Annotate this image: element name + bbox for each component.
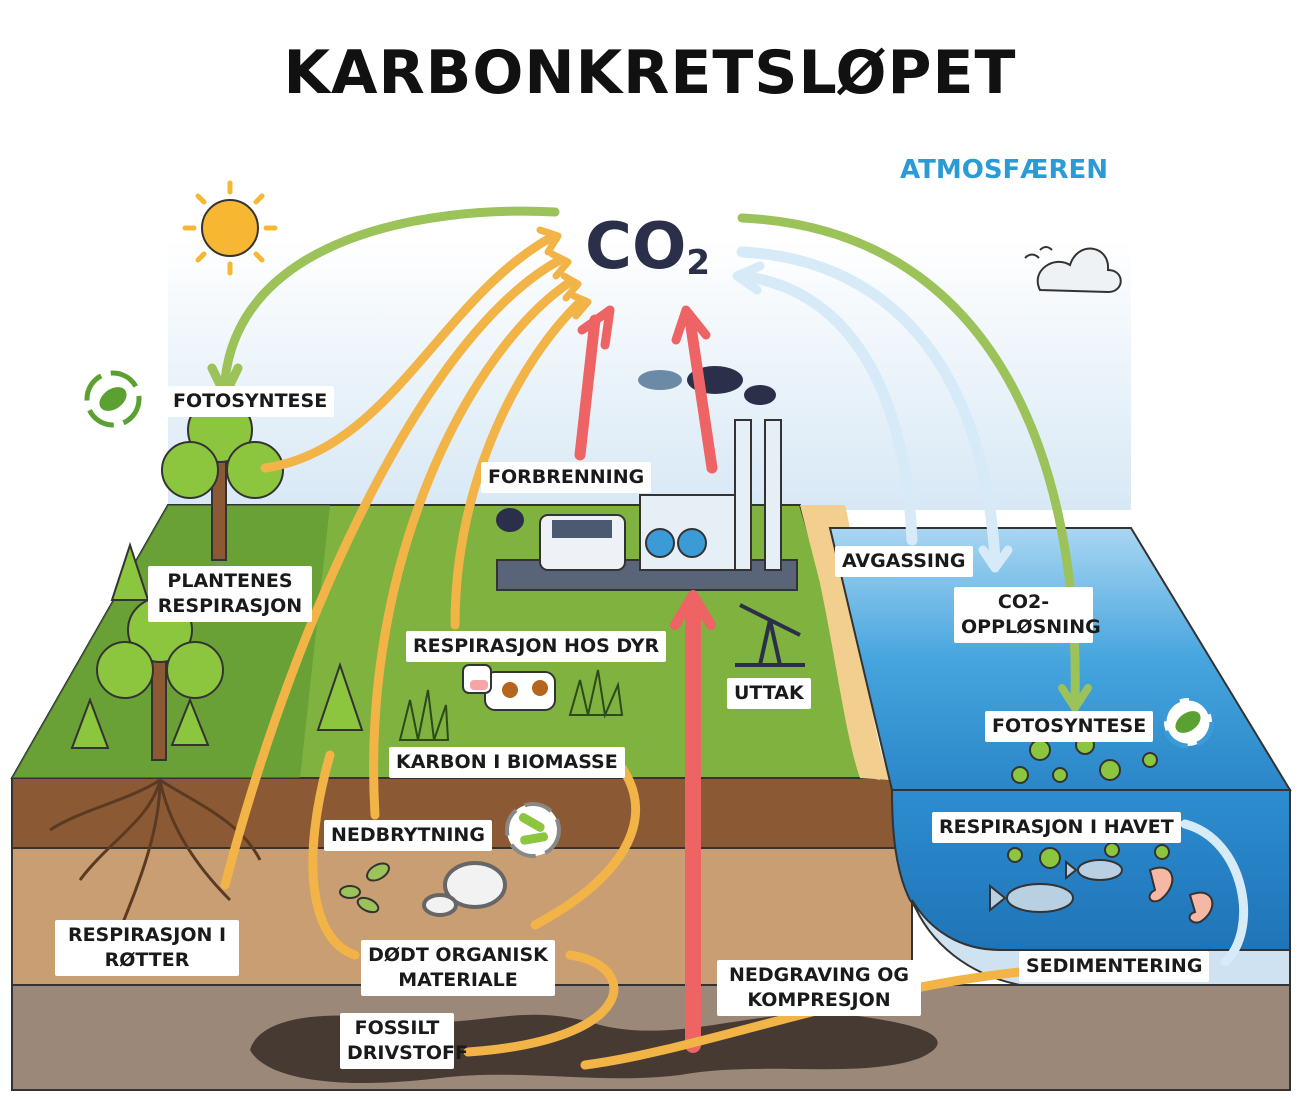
car-icon	[539, 514, 626, 571]
arrow-dead-to-fossil	[463, 950, 619, 1057]
label-outgassing: AVGASSING	[835, 546, 973, 577]
oil-pump-icon	[735, 603, 805, 667]
atmosphere-label: ATMOSFÆREN	[900, 155, 1109, 185]
marine-plankton-deep	[1007, 842, 1170, 869]
photosynthesis-ocean-icon	[1161, 695, 1215, 749]
cow-icon	[462, 664, 556, 711]
fish-icons	[989, 859, 1123, 913]
sun-icon	[182, 180, 278, 276]
shrimp-icons	[1148, 866, 1214, 924]
label-burial-compression: NEDGRAVING OG KOMPRESJON	[717, 960, 921, 1016]
pine-trees	[70, 541, 364, 749]
label-plant-respiration: PLANTENES RESPIRASJON	[148, 566, 312, 622]
label-root-respiration: RESPIRASJON I RØTTER	[55, 920, 239, 976]
label-combustion: FORBRENNING	[481, 462, 652, 493]
arrow-biomass-to-dead	[530, 760, 641, 930]
leaf-debris	[339, 862, 390, 914]
co2-subscript: 2	[686, 243, 711, 283]
label-extraction: UTTAK	[727, 678, 811, 709]
label-photosynthesis-land: FOTOSYNTESE	[166, 386, 335, 417]
arrow-combustion-2	[684, 314, 718, 474]
grass-plants	[398, 669, 624, 741]
label-photosynthesis-ocean: FOTOSYNTESE	[985, 711, 1154, 742]
label-fossil-fuel: FOSSILT DRIVSTOFF	[340, 1013, 468, 1069]
co2-main: CO	[585, 210, 687, 284]
arrow-root-respiration	[220, 255, 565, 890]
arrow-leaves-to-dead	[308, 750, 360, 960]
roots	[49, 778, 262, 931]
arrow-burial	[580, 967, 1025, 1070]
label-dead-organic-material: DØDT ORGANISK MATERIALE	[361, 940, 555, 996]
label-sedimentation: SEDIMENTERING	[1019, 951, 1210, 982]
beach	[800, 505, 890, 780]
arrow-animal-respiration	[450, 297, 585, 630]
animal-bones	[422, 861, 507, 917]
cloud-icon	[1024, 246, 1122, 294]
decomposition-icon	[505, 802, 561, 858]
arrow-outgassing	[736, 270, 918, 546]
label-co2-dissolution: CO2-OPPLØSNING	[954, 587, 1101, 643]
page-title: KARBONKRETSLØPET	[283, 38, 1017, 108]
arrow-combustion-1	[574, 314, 601, 461]
label-animal-respiration: RESPIRASJON HOS DYR	[406, 631, 667, 662]
label-ocean-respiration: RESPIRASJON I HAVET	[932, 812, 1181, 843]
large-tree-top	[161, 397, 284, 561]
arrow-decomposition	[369, 277, 575, 820]
arrow-photosynthesis-land	[220, 206, 560, 385]
label-decomposition: NEDBRYTNING	[324, 820, 492, 851]
photosynthesis-land-icon	[84, 370, 142, 428]
arrow-plant-respiration	[260, 233, 555, 473]
label-biomass-carbon: KARBON I BIOMASSE	[389, 747, 625, 778]
smoke-clouds	[496, 366, 776, 532]
arrow-co2-dissolution	[736, 246, 1001, 566]
co2-label: CO2	[585, 210, 710, 284]
arrow-ocean-respiration	[1180, 819, 1249, 967]
